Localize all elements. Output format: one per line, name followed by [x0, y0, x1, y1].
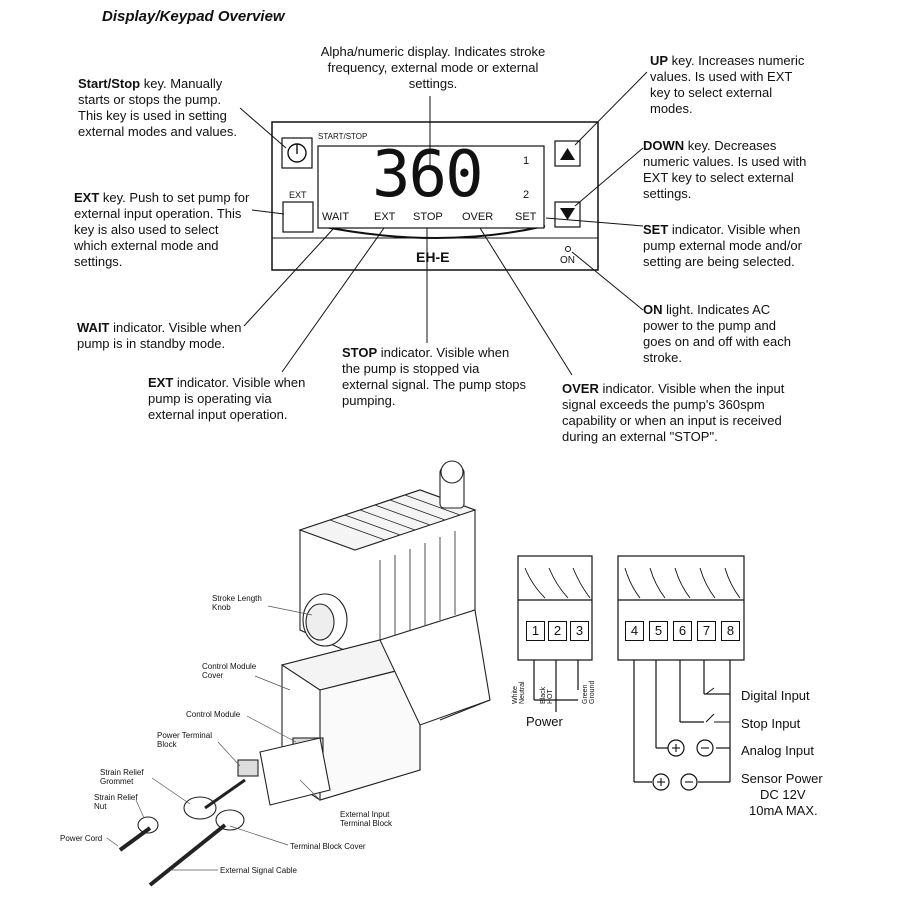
- wire-label-white: White Neutral: [512, 681, 526, 704]
- control-panel: [271, 121, 599, 271]
- control-module-label: Control Module: [186, 710, 241, 719]
- grommet-label: Strain Relief Grommet: [100, 768, 144, 786]
- ext-indicator-annotation: EXT indicator. Visible when pump is oper…: [148, 375, 306, 422]
- wire-label-green: Green Ground: [582, 680, 596, 704]
- tb-cover-label: Terminal Block Cover: [290, 842, 366, 851]
- lcd-indicator-1: 1: [523, 155, 530, 167]
- ext-key-annotation: EXT key. Push to set pump for external i…: [74, 190, 250, 269]
- control-cover-label: Control Module Cover: [202, 662, 257, 680]
- leader-lines: [239, 71, 648, 376]
- wait-indicator: WAIT: [322, 211, 350, 223]
- terminal-number: 1: [526, 621, 545, 641]
- power-cord-label: Power Cord: [60, 834, 103, 843]
- page-title: Display/Keypad Overview: [102, 8, 285, 25]
- terminal-number: 5: [649, 621, 668, 641]
- set-annotation: SET indicator. Visible when pump externa…: [643, 222, 802, 269]
- power-label: Power: [526, 714, 563, 729]
- on-label: ON: [560, 255, 575, 266]
- sensor-power-label: Sensor Power: [741, 771, 823, 786]
- on-light-icon: [565, 246, 571, 252]
- terminal-number: 8: [721, 621, 740, 641]
- terminal-number: 3: [570, 621, 589, 641]
- terminal-number: 2: [548, 621, 567, 641]
- pump-illustration: [118, 460, 491, 887]
- display-annotation: Alpha/numeric display. Indicates stroke …: [320, 44, 546, 91]
- dc-label: DC 12V: [760, 787, 806, 802]
- lcd-indicator-2: 2: [523, 189, 530, 201]
- down-annotation: DOWN key. Decreases numeric values. Is u…: [643, 138, 807, 201]
- wait-annotation: WAIT indicator. Visible when pump is in …: [77, 320, 242, 351]
- analog-input-label: Analog Input: [741, 743, 815, 758]
- ext-key[interactable]: [282, 201, 314, 233]
- stroke-knob-label: Stroke Length Knob: [212, 594, 262, 612]
- lcd-digits: 360: [372, 138, 484, 212]
- signal-cable-label: External Signal Cable: [220, 866, 297, 875]
- terminal-number: 6: [673, 621, 692, 641]
- pump-leader-lines: [106, 605, 321, 871]
- over-annotation: OVER indicator. Visible when the input s…: [562, 381, 785, 444]
- start-stop-panel-label: START/STOP: [318, 132, 368, 141]
- start-stop-annotation: Start/Stop key. Manually starts or stops…: [78, 76, 237, 139]
- ext-panel-label: EXT: [289, 190, 307, 200]
- over-indicator: OVER: [462, 211, 494, 223]
- set-indicator: SET: [515, 211, 537, 223]
- ext-terminal-label: External Input Terminal Block: [340, 810, 393, 828]
- wiring-diagram: [517, 555, 745, 791]
- nut-label: Strain Relief Nut: [94, 793, 138, 811]
- up-annotation: UP key. Increases numeric values. Is use…: [650, 53, 805, 116]
- digital-input-label: Digital Input: [741, 688, 810, 703]
- ma-label: 10mA MAX.: [749, 803, 818, 818]
- down-arrow-icon: [560, 208, 575, 220]
- ext-indicator: EXT: [374, 211, 396, 223]
- stop-indicator: STOP: [413, 211, 443, 223]
- terminal-number: 4: [625, 621, 644, 641]
- on-annotation: ON light. Indicates AC power to the pump…: [643, 302, 791, 365]
- stop-input-label: Stop Input: [741, 716, 801, 731]
- terminal-number: 7: [697, 621, 716, 641]
- stop-annotation: STOP indicator. Visible when the pump is…: [342, 345, 527, 408]
- model-name: EH-E: [416, 249, 450, 265]
- wire-label-black: Black HOT: [540, 686, 554, 704]
- up-arrow-icon: [560, 148, 575, 160]
- power-terminal-label: Power Terminal Block: [157, 731, 212, 749]
